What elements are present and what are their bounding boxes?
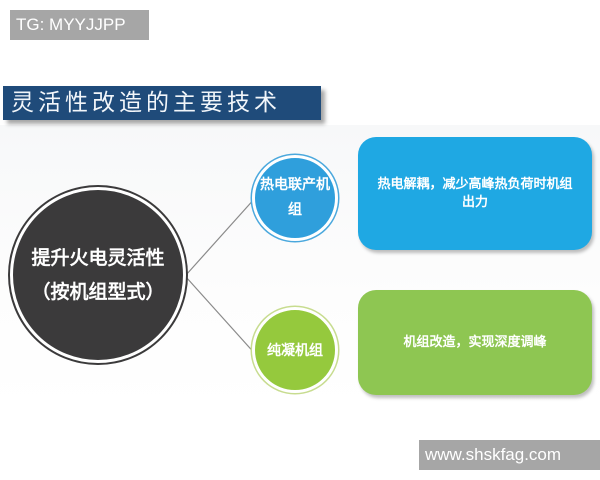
root-node: 提升火电灵活性（按机组型式） xyxy=(10,187,186,363)
branch-node-condensing: 纯凝机组 xyxy=(252,307,338,393)
connector-line-bottom xyxy=(185,276,258,357)
branch-description-chp: 热电解耦，减少高峰热负荷时机组出力 xyxy=(377,176,573,210)
watermark-bottom: www.shskfag.com xyxy=(419,440,600,470)
connector-line-top xyxy=(185,196,257,276)
root-node-label: 提升火电灵活性（按机组型式） xyxy=(31,247,165,303)
watermark-top: TG: MYYJJPP xyxy=(10,10,149,40)
branch-description-box-condensing: 机组改造，实现深度调峰 xyxy=(358,290,592,395)
branch-node-label-chp: 热电联产机组 xyxy=(260,177,330,218)
slide-title: 灵活性改造的主要技术 xyxy=(3,86,321,120)
branch-node-chp: 热电联产机组 xyxy=(252,155,338,241)
branch-description-box-chp: 热电解耦，减少高峰热负荷时机组出力 xyxy=(358,137,592,250)
branch-description-condensing: 机组改造，实现深度调峰 xyxy=(403,334,547,350)
branch-node-label-condensing: 纯凝机组 xyxy=(267,343,323,359)
